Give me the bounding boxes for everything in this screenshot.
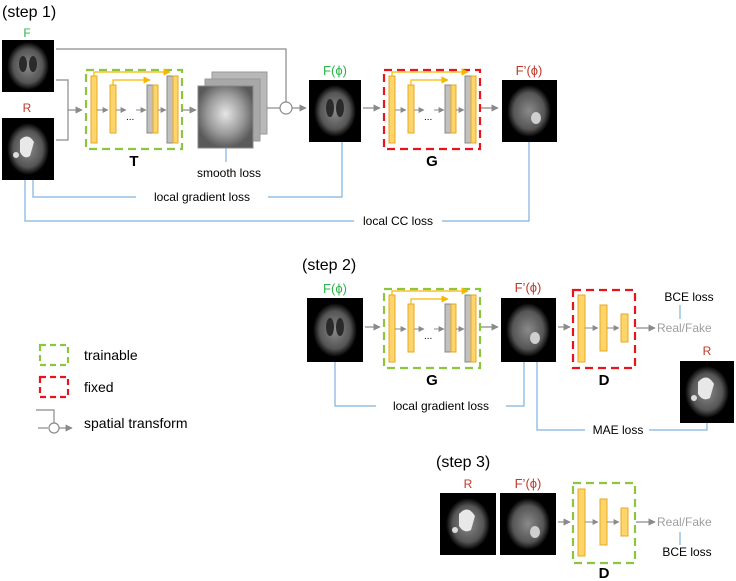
label-R-step3: R: [464, 477, 473, 491]
real-fake-step3: Real/Fake: [657, 515, 712, 529]
label-D-step3: D: [599, 565, 610, 581]
label-F-phi-2: F(ϕ): [323, 281, 347, 296]
legend-fixed-swatch: [38, 375, 70, 399]
image-F-prime-phi-2: [501, 298, 556, 362]
G1-ellipsis: ...: [424, 112, 432, 123]
label-T: T: [129, 153, 138, 170]
step3-title: (step 3): [436, 454, 490, 471]
label-R-step2: R: [703, 344, 712, 358]
legend-spatial-transform-label: spatial transform: [84, 415, 187, 431]
network-G-step1: [382, 68, 482, 151]
local-gradient-loss-1: local gradient loss: [154, 190, 250, 204]
label-G-step2: G: [426, 372, 438, 389]
local-cc-loss: local CC loss: [363, 214, 433, 228]
legend-trainable-swatch: [38, 343, 70, 367]
legend: trainable fixed spatial transform: [36, 343, 187, 434]
real-fake-step2: Real/Fake: [657, 321, 712, 335]
G2-ellipsis: ...: [424, 331, 432, 342]
mae-loss: MAE loss: [593, 423, 644, 437]
label-F-prime-phi-2: F’(ϕ): [515, 280, 542, 295]
label-F-prime-phi-3: F’(ϕ): [515, 476, 542, 491]
local-gradient-loss-2: local gradient loss: [393, 399, 489, 413]
bce-loss-step2: BCE loss: [664, 290, 713, 304]
image-F-prime-phi-1: [502, 80, 557, 142]
image-R: [2, 118, 54, 180]
label-G-step1: G: [426, 153, 438, 170]
network-T: [84, 68, 184, 151]
spatial-transform-node: [279, 101, 293, 115]
network-G-step2: [382, 287, 482, 370]
image-F-phi-2: [307, 298, 363, 362]
step2-title: (step 2): [302, 257, 356, 274]
smooth-loss-label: smooth loss: [197, 166, 261, 180]
bce-loss-step3: BCE loss: [662, 545, 711, 559]
image-R-step3: [440, 493, 496, 555]
label-F-phi-1: F(ϕ): [323, 63, 347, 78]
label-F: F: [23, 26, 30, 40]
step1-title: (step 1): [2, 4, 56, 21]
deformation-field: [197, 71, 268, 149]
label-D-step2: D: [599, 372, 610, 389]
image-R-step2: [680, 361, 734, 423]
network-D-step3: [571, 481, 637, 565]
T-ellipsis: ...: [126, 112, 134, 123]
label-F-prime-phi-1: F’(ϕ): [516, 63, 543, 78]
legend-spatial-transform-icon: [36, 409, 73, 434]
image-F-prime-phi-3: [500, 493, 556, 555]
network-D-step2: [571, 288, 637, 370]
legend-trainable-label: trainable: [84, 347, 138, 363]
image-F: [2, 40, 54, 92]
image-F-phi-1: [309, 80, 361, 142]
legend-fixed-label: fixed: [84, 379, 114, 395]
label-R: R: [23, 101, 32, 115]
